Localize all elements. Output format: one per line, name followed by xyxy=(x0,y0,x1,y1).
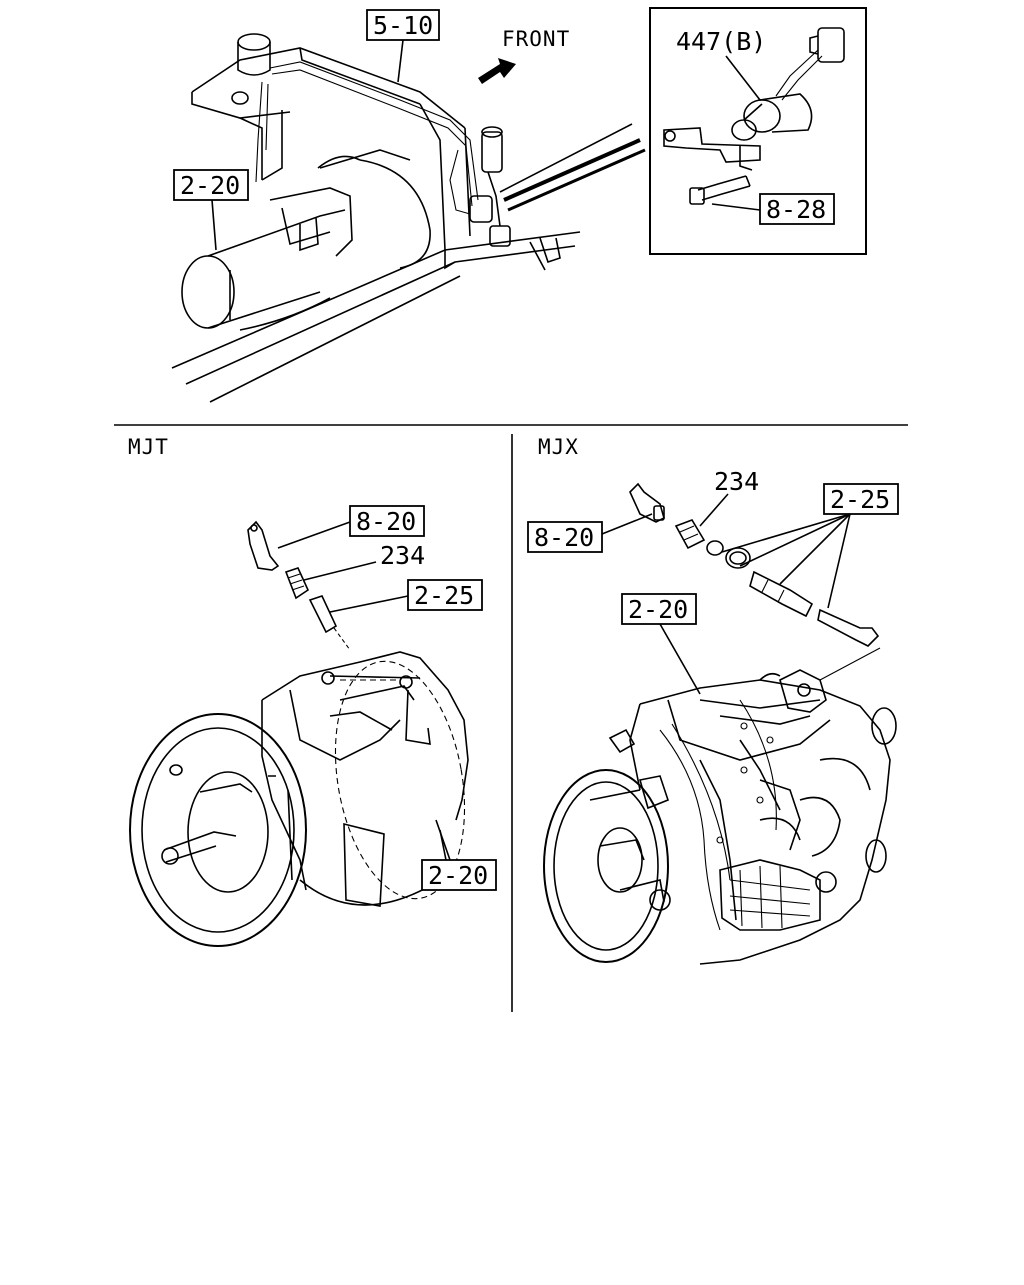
mjx-title: MJX xyxy=(538,435,579,459)
mjt-callout-adapter-label: 2-25 xyxy=(414,581,474,610)
callout-top-transmission-label: 2-20 xyxy=(180,171,240,200)
top-vehicle-view: FRONT xyxy=(171,27,646,403)
mjt-section: MJT 8-20 234 2-25 xyxy=(128,435,497,947)
front-label: FRONT xyxy=(502,27,570,51)
mjt-callout-transmission-label: 2-20 xyxy=(428,861,488,890)
front-arrow-icon xyxy=(478,58,516,84)
callout-bolt-label: 8-28 xyxy=(766,195,826,224)
mjt-title: MJT xyxy=(128,435,169,459)
callout-switch-bracket-label: 447(B) xyxy=(676,27,766,56)
inset-detail: 447(B) 8-28 xyxy=(649,7,867,255)
mjx-callout-transmission-label: 2-20 xyxy=(628,595,688,624)
mjt-callout-bracket-label: 8-20 xyxy=(356,507,416,536)
mjx-callout-bracket-label: 8-20 xyxy=(534,523,594,552)
mjx-callout-switch-label: 234 xyxy=(714,467,759,496)
callout-top-transmission: 2-20 xyxy=(173,169,249,251)
mjx-callout-adapter-label: 2-25 xyxy=(830,485,890,514)
callout-harness: 5-10 xyxy=(366,9,440,83)
callout-harness-label: 5-10 xyxy=(373,11,433,40)
mjt-callout-switch-label: 234 xyxy=(380,541,425,570)
mjx-section: MJX 8-20 234 2-25 2-20 xyxy=(527,435,899,965)
